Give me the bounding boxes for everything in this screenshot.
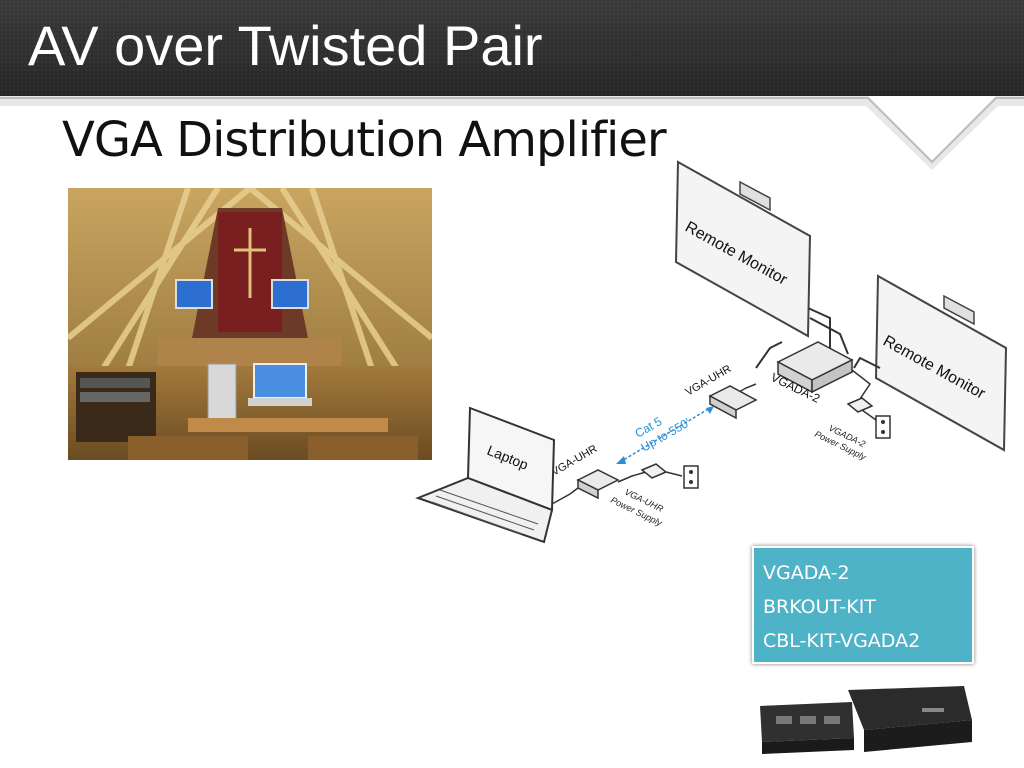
- header-notch: [0, 96, 1024, 170]
- vga-uhr-receiver: VGA-UHR: [684, 363, 758, 420]
- header-banner: [0, 0, 1024, 96]
- part-number-list: VGADA-2 BRKOUT-KIT CBL-KIT-VGADA2: [754, 548, 972, 658]
- laptop: Laptop: [415, 406, 579, 544]
- church-installation-photo: [68, 188, 432, 460]
- vgada2-product-photo: [760, 686, 972, 754]
- cat5-cable: Cat 5 Up to 550': [616, 406, 714, 464]
- slide-title: AV over Twisted Pair: [28, 14, 543, 77]
- part-number-box: VGADA-2 BRKOUT-KIT CBL-KIT-VGADA2: [752, 546, 974, 664]
- part-number-item: VGADA-2: [763, 562, 850, 584]
- connection-diagram: Remote Monitor Remote Monitor VGADA-2 VG…: [415, 160, 1008, 544]
- part-number-item: CBL-KIT-VGADA2: [763, 630, 921, 652]
- part-number-item: BRKOUT-KIT: [763, 596, 876, 618]
- vga-uhr-power-supply: VGA-UHR Power Supply: [609, 463, 699, 528]
- remote-monitor-2: Remote Monitor: [874, 274, 1008, 452]
- remote-monitor-1: Remote Monitor: [674, 160, 812, 338]
- slide-subtitle: VGA Distribution Amplifier: [62, 112, 667, 168]
- vga-uhr-transmitter: VGA-UHR: [550, 443, 620, 500]
- vgada2-unit: VGADA-2: [769, 341, 854, 406]
